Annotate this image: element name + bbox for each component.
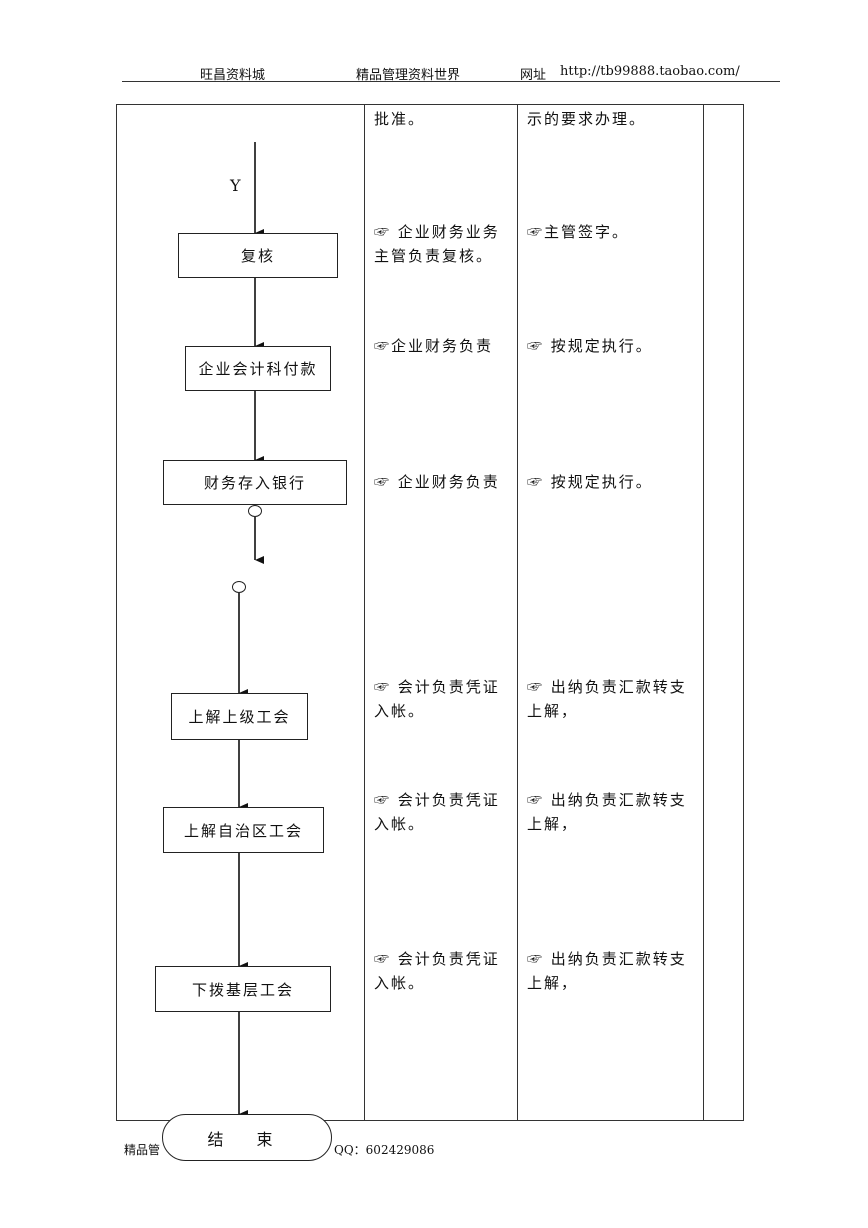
responsibility-row-5: ☞ 会计负责凭证入帐。 [374,791,500,833]
requirement-row-6: ☞ 出纳负责汇款转支上解， [527,950,687,992]
off-page-connector-in [232,581,246,593]
step-deposit-bank: 财务存入银行 [163,460,347,505]
step-remit-superior-union: 上解上级工会 [171,693,308,740]
yes-label: Y [230,176,241,195]
top-tick-mark [338,104,354,105]
responsibility-row-2: ☞企业财务负责 [374,337,494,355]
header-url-label: 网址 [520,68,547,83]
step-review: 复核 [178,233,338,278]
end-terminator: 结 束 [162,1114,332,1161]
header-url[interactable]: http://tb99888.taobao.com/ [560,64,740,79]
step-allocate-grassroots: 下拨基层工会 [155,966,331,1012]
requirement-row-1: ☞主管签字。 [527,223,630,241]
step-enterprise-payment: 企业会计科付款 [185,346,331,391]
header-left: 旺昌资料城 [200,68,266,83]
requirement-row-4: ☞ 出纳负责汇款转支上解， [527,678,687,720]
responsibility-row-3: ☞ 企业财务负责 [374,473,500,491]
responsibility-row-1: ☞ 企业财务业务主管负责复核。 [374,223,500,265]
step-remit-region-union: 上解自治区工会 [163,807,324,853]
requirement-row-2: ☞ 按规定执行。 [527,337,653,355]
header-rule [122,81,780,82]
off-page-connector-out [248,505,262,517]
requirement-row-3: ☞ 按规定执行。 [527,473,653,491]
requirement-row-0: 示的要求办理。 [527,110,647,128]
responsibility-row-4: ☞ 会计负责凭证入帐。 [374,678,500,720]
footer-qq: QQ：602429086 [334,1143,435,1157]
process-table [116,104,744,1121]
requirement-row-5: ☞ 出纳负责汇款转支上解， [527,791,687,833]
responsibility-row-0: 批准。 [374,110,426,128]
footer-left: 精品管 [124,1143,161,1157]
column-divider-2 [517,104,518,1121]
column-divider-3 [703,104,704,1121]
column-divider-1 [364,104,365,1121]
header-center: 精品管理资料世界 [356,68,461,83]
responsibility-row-6: ☞ 会计负责凭证入帐。 [374,950,500,992]
